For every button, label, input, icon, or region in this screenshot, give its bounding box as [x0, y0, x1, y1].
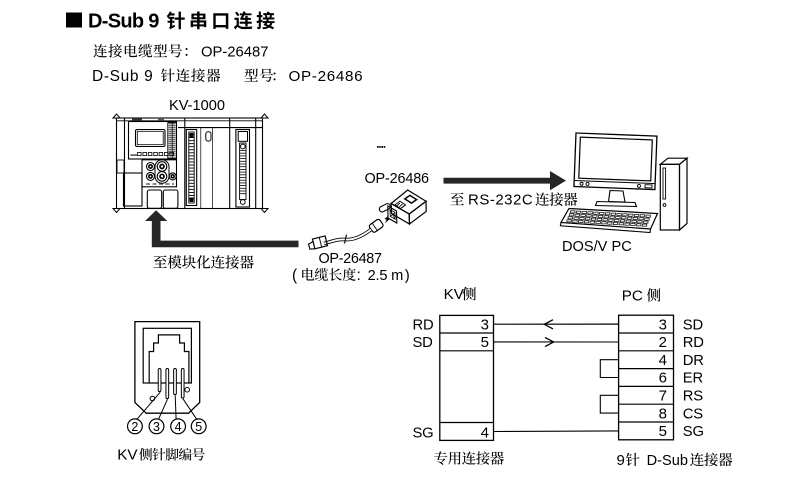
svg-text:KV: KV [444, 286, 465, 303]
svg-text:D-Sub 9: D-Sub 9 [88, 11, 159, 33]
svg-text:RD: RD [683, 335, 704, 351]
svg-text:OP-26487: OP-26487 [201, 44, 268, 60]
svg-text:9: 9 [617, 452, 625, 469]
svg-text:5: 5 [481, 334, 489, 351]
svg-text:3: 3 [481, 316, 489, 333]
svg-text::: : [357, 267, 361, 284]
svg-text:D-Sub 9: D-Sub 9 [92, 68, 153, 85]
svg-text:RS: RS [683, 389, 703, 405]
svg-text:4: 4 [481, 425, 489, 442]
svg-text:): ) [405, 267, 410, 284]
svg-text:DR: DR [683, 353, 704, 369]
svg-text:2.5 m: 2.5 m [368, 268, 404, 284]
svg-text:3: 3 [659, 316, 667, 333]
svg-text:(: ( [292, 267, 298, 284]
svg-text:KV-1000: KV-1000 [169, 98, 225, 114]
svg-text:OP-26486: OP-26486 [289, 68, 364, 85]
svg-text:4: 4 [175, 420, 182, 434]
svg-text:SD: SD [683, 317, 703, 333]
svg-text:RS-232C: RS-232C [468, 192, 533, 209]
svg-text:OP-26486: OP-26486 [365, 171, 430, 187]
svg-text:2: 2 [131, 420, 138, 434]
svg-text:5: 5 [659, 423, 667, 440]
svg-text:DOS/V PC: DOS/V PC [562, 239, 632, 255]
svg-text:CS: CS [683, 406, 703, 422]
svg-text:KV: KV [117, 447, 138, 464]
svg-text:D-Sub: D-Sub [647, 453, 688, 469]
svg-text:4: 4 [659, 352, 667, 369]
svg-text:SG: SG [683, 424, 704, 440]
svg-text:3: 3 [153, 420, 160, 434]
svg-text:ER: ER [683, 371, 703, 387]
svg-text:2: 2 [659, 334, 667, 351]
svg-text:8: 8 [659, 405, 667, 422]
svg-text:5: 5 [195, 420, 202, 434]
svg-text:SG: SG [413, 426, 434, 442]
svg-text:6: 6 [659, 370, 667, 387]
svg-text:PC: PC [622, 288, 643, 305]
svg-text:SD: SD [413, 335, 433, 351]
svg-text:OP-26487: OP-26487 [319, 251, 382, 267]
svg-text:RD: RD [413, 317, 434, 333]
svg-text:7: 7 [659, 388, 667, 405]
